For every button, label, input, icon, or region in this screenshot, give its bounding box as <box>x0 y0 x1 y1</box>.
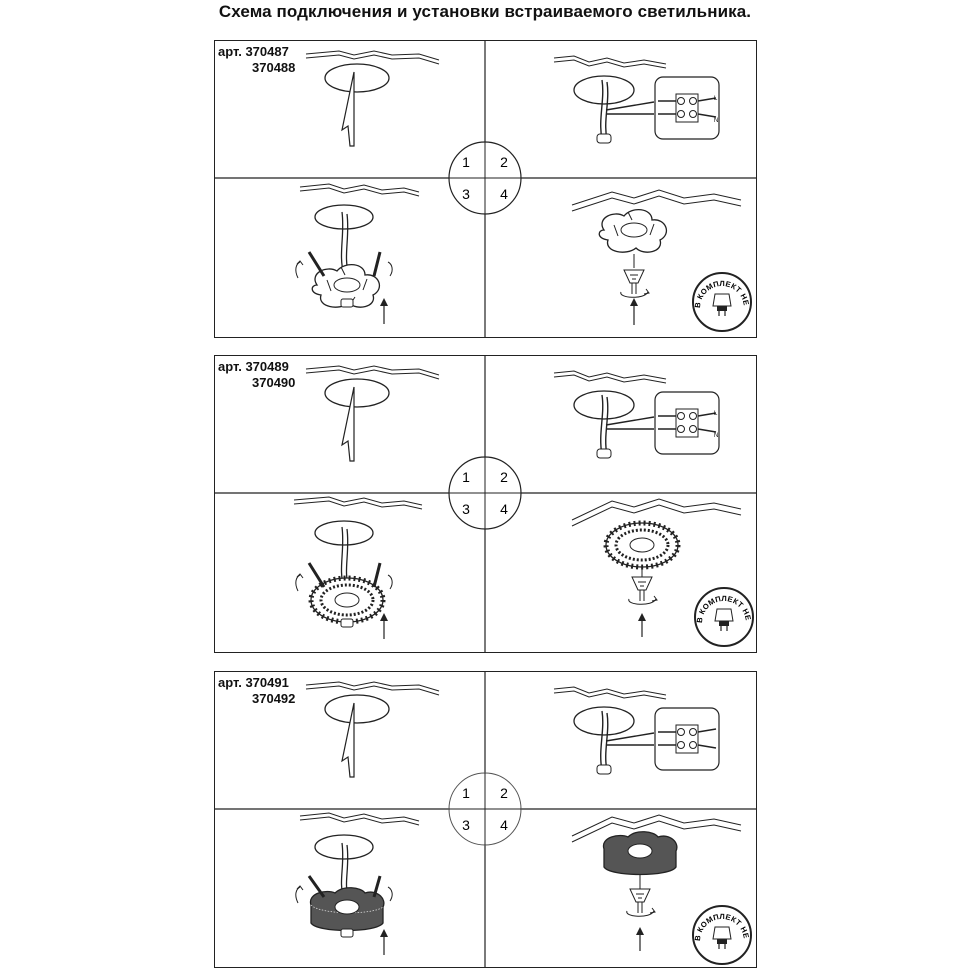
step-1-number: 1 <box>462 469 470 485</box>
step1-illustration <box>305 365 440 462</box>
neutral-label: N <box>714 118 718 124</box>
step-1-number: 1 <box>462 785 470 801</box>
instruction-block-3: 1 2 3 4 В КОМПЛЕКТ НЕ ВХОДИТ арт. 370491… <box>214 671 757 968</box>
not-included-stamp: В КОМПЛЕКТ НЕ ВХОДИТ <box>692 905 752 965</box>
article-line-2: 370488 <box>252 60 296 75</box>
step1-illustration <box>305 681 440 778</box>
live-label: L <box>714 96 718 102</box>
instruction-block-1: L N <box>214 40 757 338</box>
step-2-number: 2 <box>500 785 508 801</box>
block-diagram: L N <box>214 355 757 653</box>
step3-illustration <box>295 812 420 955</box>
step-2-number: 2 <box>500 469 508 485</box>
step2-illustration <box>553 686 720 775</box>
step4-illustration <box>571 498 742 637</box>
article-line-2: 370490 <box>252 375 296 390</box>
step2-illustration: L N <box>553 370 720 459</box>
step3-illustration <box>293 496 423 639</box>
live-label: L <box>714 411 718 417</box>
step4-illustration <box>571 814 742 951</box>
step-order-badge: 1 2 3 4 <box>448 456 522 530</box>
article-numbers: арт. 370487 370488 <box>218 44 295 76</box>
step-3-number: 3 <box>462 817 470 833</box>
step-order-badge: 1 2 3 4 <box>448 772 522 846</box>
page-title: Схема подключения и установки встраиваем… <box>218 2 752 21</box>
neutral-label: N <box>714 433 718 439</box>
article-line-1: арт. 370489 <box>218 359 289 374</box>
step-3-number: 3 <box>462 186 470 202</box>
step1-illustration <box>305 50 440 147</box>
article-numbers: арт. 370491 370492 <box>218 675 295 707</box>
not-included-stamp: В КОМПЛЕКТ НЕ ВХОДИТ <box>694 587 754 647</box>
block-diagram: 1 2 3 4 В КОМПЛЕКТ НЕ ВХОДИТ <box>214 671 757 968</box>
block-diagram: L N <box>214 40 757 338</box>
article-numbers: арт. 370489 370490 <box>218 359 295 391</box>
step3-illustration <box>295 183 420 324</box>
step-4-number: 4 <box>500 186 508 202</box>
step4-illustration <box>571 189 742 325</box>
step2-illustration: L N <box>553 55 720 144</box>
step-1-number: 1 <box>462 154 470 170</box>
step-order-badge: 1 2 3 4 <box>448 141 522 215</box>
article-line-1: арт. 370491 <box>218 675 289 690</box>
instruction-block-2: L N <box>214 355 757 653</box>
not-included-stamp: В КОМПЛЕКТ НЕ ВХОДИТ <box>692 272 752 332</box>
step-4-number: 4 <box>500 817 508 833</box>
article-line-2: 370492 <box>252 691 296 706</box>
article-line-1: арт. 370487 <box>218 44 289 59</box>
step-2-number: 2 <box>500 154 508 170</box>
step-3-number: 3 <box>462 501 470 517</box>
step-4-number: 4 <box>500 501 508 517</box>
